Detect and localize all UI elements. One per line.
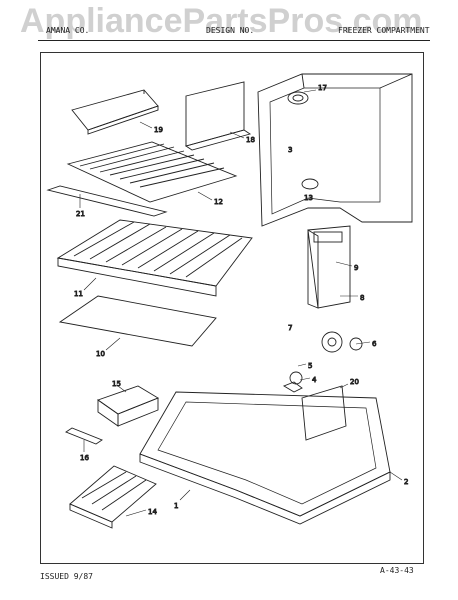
page-code: A-43-43 — [380, 566, 414, 575]
callout-17: 17 — [318, 84, 327, 92]
callout-7: 7 — [288, 324, 292, 332]
diagram-frame — [40, 52, 424, 564]
part-21-bar — [46, 185, 168, 217]
callout-14: 14 — [148, 508, 157, 516]
callout-labels: 17 19 18 3 13 12 21 9 11 8 10 7 6 5 15 4… — [74, 84, 409, 517]
callout-1: 1 — [174, 502, 178, 510]
callout-8: 8 — [360, 294, 364, 302]
part-14-ice-tray — [69, 465, 157, 529]
callout-11: 11 — [74, 290, 83, 298]
leader-lines — [79, 89, 403, 517]
callout-12: 12 — [214, 198, 223, 206]
callout-9: 9 — [354, 264, 358, 272]
header-rule — [38, 40, 430, 41]
header-right: FREEZER COMPARTMENT — [338, 26, 430, 35]
header-center: DESIGN NO. — [206, 26, 255, 35]
callout-13: 13 — [304, 194, 313, 202]
callout-21: 21 — [76, 210, 85, 218]
part-10-flat-panel — [58, 295, 217, 347]
part-8-evaporator-cover — [307, 225, 351, 309]
site-watermark: AppliancePartsPros.com — [20, 2, 423, 40]
part-18-panel — [184, 81, 252, 151]
part-15-tray — [97, 385, 160, 427]
callout-19: 19 — [154, 126, 163, 134]
part-12-wire-shelf — [66, 141, 238, 203]
part-16-strip — [65, 427, 103, 445]
callout-16: 16 — [80, 454, 89, 462]
part-19-shelf — [71, 89, 159, 135]
callout-15: 15 — [112, 380, 121, 388]
header-left: AMANA CO. — [46, 26, 90, 35]
callout-2: 2 — [404, 478, 408, 486]
callout-6: 6 — [372, 340, 377, 348]
cabinet-interior — [257, 73, 413, 227]
page-header: AMANA CO. DESIGN NO. FREEZER COMPARTMENT — [38, 26, 430, 40]
part-11-large-shelf — [56, 219, 253, 297]
callout-5: 5 — [308, 362, 312, 370]
exploded-parts-diagram: 17 19 18 3 13 12 21 9 11 8 10 7 6 5 15 4… — [46, 73, 413, 529]
callout-20: 20 — [350, 378, 359, 386]
issued-date: ISSUED 9/87 — [40, 572, 93, 581]
callout-18: 18 — [246, 136, 255, 144]
fan-assembly — [282, 331, 363, 393]
callout-3: 3 — [288, 146, 292, 154]
callout-4: 4 — [312, 376, 317, 384]
callout-10: 10 — [96, 350, 105, 358]
